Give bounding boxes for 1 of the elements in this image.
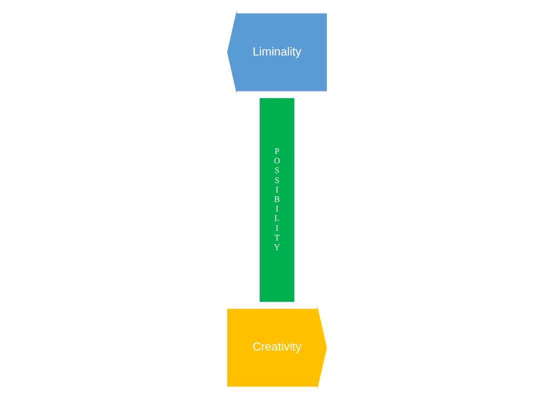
node-box: POSSIBILITY <box>259 98 294 302</box>
